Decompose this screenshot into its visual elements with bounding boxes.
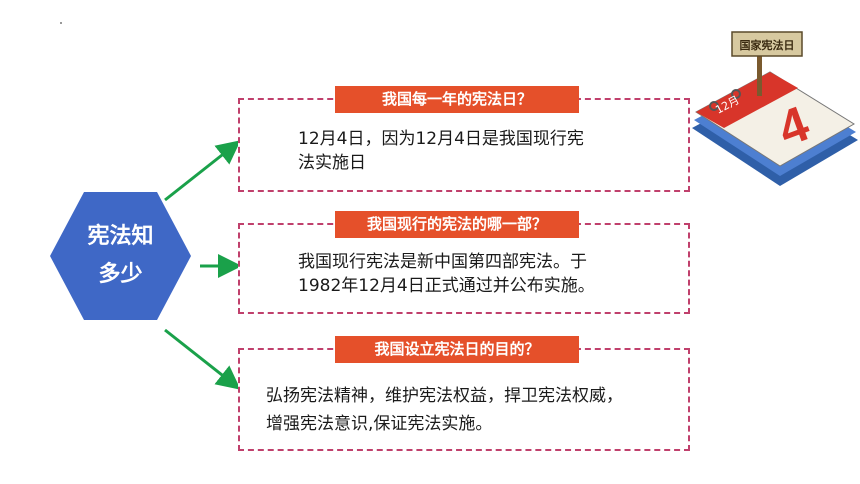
question-title-2: 我国现行的宪法的哪一部？ [335, 211, 579, 238]
answer-3-line-2: 增强宪法意识,保证宪法实施。 [266, 414, 493, 434]
arrow-to-question-1 [164, 140, 241, 202]
answer-2-line-2: 1982年12月4日正式通过并公布实施。 [298, 276, 595, 296]
arrow-to-question-3 [164, 328, 241, 390]
answer-text-3: 弘扬宪法精神，维护宪法权益，捍卫宪法权威， 增强宪法意识,保证宪法实施。 [266, 382, 623, 438]
answer-3-line-1: 弘扬宪法精神，维护宪法权益，捍卫宪法权威， [266, 386, 623, 406]
decorative-dot [60, 22, 62, 24]
center-title: 宪法知 多少 [48, 190, 193, 322]
center-title-line-1: 宪法知 [87, 224, 154, 249]
answer-text-2: 我国现行宪法是新中国第四部宪法。于 1982年12月4日正式通过并公布实施。 [298, 250, 595, 298]
answer-1-line-2: 法实施日 [298, 153, 366, 173]
center-hexagon: 宪法知 多少 [48, 190, 193, 322]
answer-1-line-1: 12月4日，因为12月4日是我国现行宪 [298, 129, 584, 149]
question-title-3: 我国设立宪法日的目的？ [335, 336, 579, 363]
calendar-sign-text: 国家宪法日 [740, 38, 795, 52]
center-title-line-2: 多少 [98, 262, 143, 287]
question-box-3 [238, 348, 690, 451]
calendar-icon: 4 12月 国家宪法日 [692, 31, 858, 186]
constitution-day-calendar: 4 12月 国家宪法日 [688, 20, 858, 190]
hexagon-shape [50, 192, 191, 320]
question-box-1 [238, 98, 690, 192]
answer-2-line-1: 我国现行宪法是新中国第四部宪法。于 [298, 252, 587, 272]
answer-text-1: 12月4日，因为12月4日是我国现行宪 法实施日 [298, 127, 584, 175]
question-title-1: 我国每一年的宪法日？ [335, 86, 579, 113]
